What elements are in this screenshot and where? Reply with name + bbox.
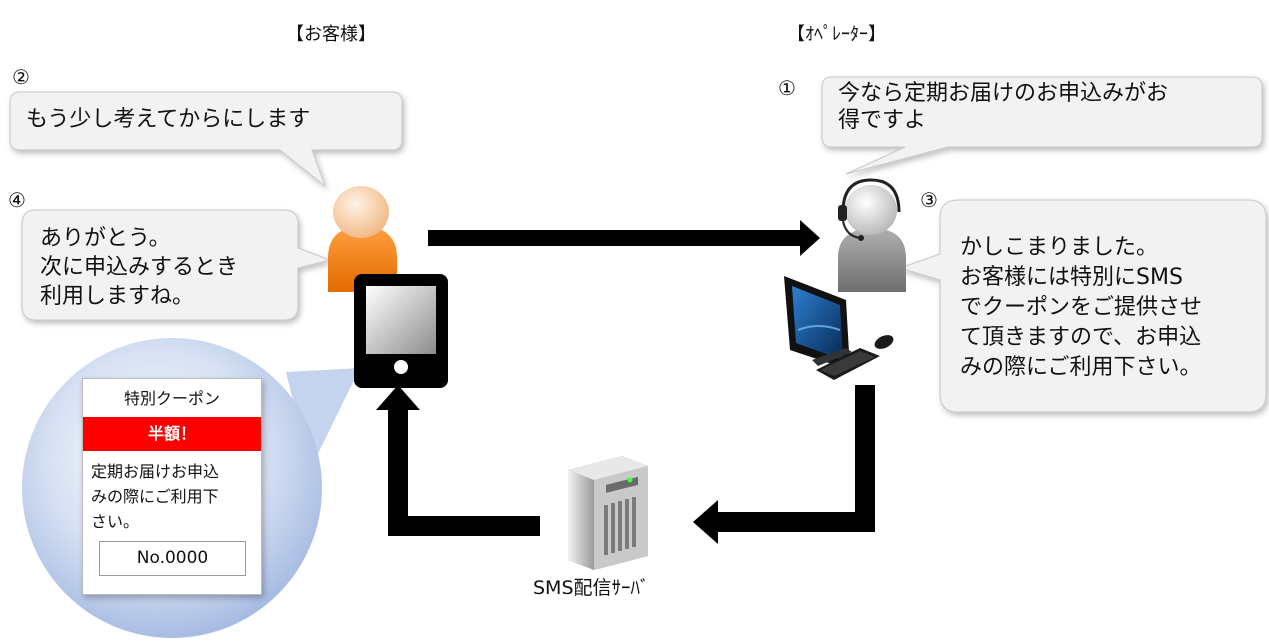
operator-message-3: かしこまりました。 お客様には特別にSMS でクーポンをご提供させ て頂きますの…	[960, 235, 1203, 380]
server-icon	[568, 456, 648, 570]
coupon-card: 特別クーポン 半額！ 定期お届けお申込 みの際にご利用下 さい。 No.0000	[82, 378, 262, 595]
customer-message-2: もう少し考えてからにします	[26, 107, 311, 132]
step-number-2: ②	[12, 65, 30, 89]
keyboard-icon	[816, 348, 880, 380]
tablet-icon	[354, 274, 448, 388]
operator-message-1: 今なら定期お届けのお申込みがお 得ですよ	[838, 81, 1169, 133]
operator-header: 【ｵﾍﾟﾚｰﾀｰ】	[787, 24, 886, 45]
customer-header: 【お客様】	[286, 24, 376, 45]
flow-arrows	[376, 220, 875, 544]
step-number-4: ④	[8, 188, 26, 212]
arrow-to-operator	[428, 220, 820, 256]
step-number-1: ①	[778, 76, 796, 100]
coupon-description: 定期お届けお申込 みの際にご利用下 さい。	[91, 462, 220, 531]
server-label: SMS配信ｻｰﾊﾞ	[533, 577, 650, 599]
mouse-icon	[874, 335, 894, 349]
coupon-title: 特別クーポン	[123, 389, 220, 408]
customer-message-4: ありがとう。 次に申込みするとき 利用しますね。	[40, 226, 239, 309]
arrow-to-server	[693, 385, 875, 544]
arrow-to-tablet	[376, 385, 540, 536]
step-number-3: ③	[920, 188, 938, 212]
operator-headset-icon	[838, 178, 906, 292]
coupon-discount-banner: 半額！	[83, 417, 261, 451]
coupon-code: No.0000	[99, 541, 246, 576]
desktop-computer-icon	[784, 276, 852, 370]
bubble-shapes	[9, 76, 1267, 413]
